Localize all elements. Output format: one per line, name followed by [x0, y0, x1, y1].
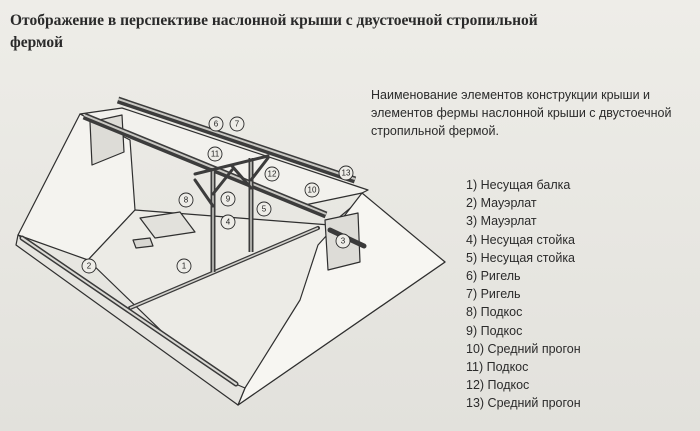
callout-9: 9 [226, 195, 231, 204]
callout-3: 3 [341, 237, 346, 246]
callout-5: 5 [262, 205, 267, 214]
brace-a [193, 178, 215, 208]
callout-8: 8 [184, 196, 189, 205]
callout-2: 2 [87, 262, 92, 271]
legend-item: 2) Мауэрлат [466, 196, 537, 211]
legend-item: 9) Подкос [466, 323, 523, 338]
legend-item: 3) Мауэрлат [466, 214, 537, 229]
callout-13: 13 [342, 169, 351, 178]
legend-item: 12) Подкос [466, 378, 530, 393]
legend-list: 1) Несущая балка 2) Мауэрлат 3) Мауэрлат… [466, 176, 686, 412]
callout-12: 12 [268, 170, 277, 179]
callout-11: 11 [211, 150, 220, 159]
legend-item: 4) Несущая стойка [466, 232, 576, 247]
legend-item: 10) Средний прогон [466, 341, 581, 356]
description: Наименование элементов конструкции крыши… [371, 88, 672, 138]
legend-item: 5) Несущая стойка [466, 250, 576, 265]
legend-item: 1) Несущая балка [466, 178, 571, 192]
page-title: Отображение в перспективе наслонной крыш… [10, 12, 538, 51]
brace-b [211, 168, 234, 196]
legend-item: 7) Ригель [466, 287, 521, 302]
brace-d [249, 156, 270, 182]
floor-opening [139, 211, 196, 239]
legend-item: 13) Средний прогон [466, 396, 581, 411]
floor-hatch [132, 237, 154, 249]
callout-1: 1 [182, 262, 187, 271]
callout-7: 7 [235, 120, 240, 129]
tie-beam [193, 154, 270, 176]
callout-4: 4 [226, 218, 231, 227]
brace-c [230, 164, 253, 190]
legend-item: 6) Ригель [466, 268, 521, 283]
legend-item: 8) Подкос [466, 305, 523, 320]
callout-6: 6 [214, 120, 219, 129]
callout-10: 10 [308, 186, 317, 195]
legend-item: 11) Подкос [466, 359, 529, 374]
